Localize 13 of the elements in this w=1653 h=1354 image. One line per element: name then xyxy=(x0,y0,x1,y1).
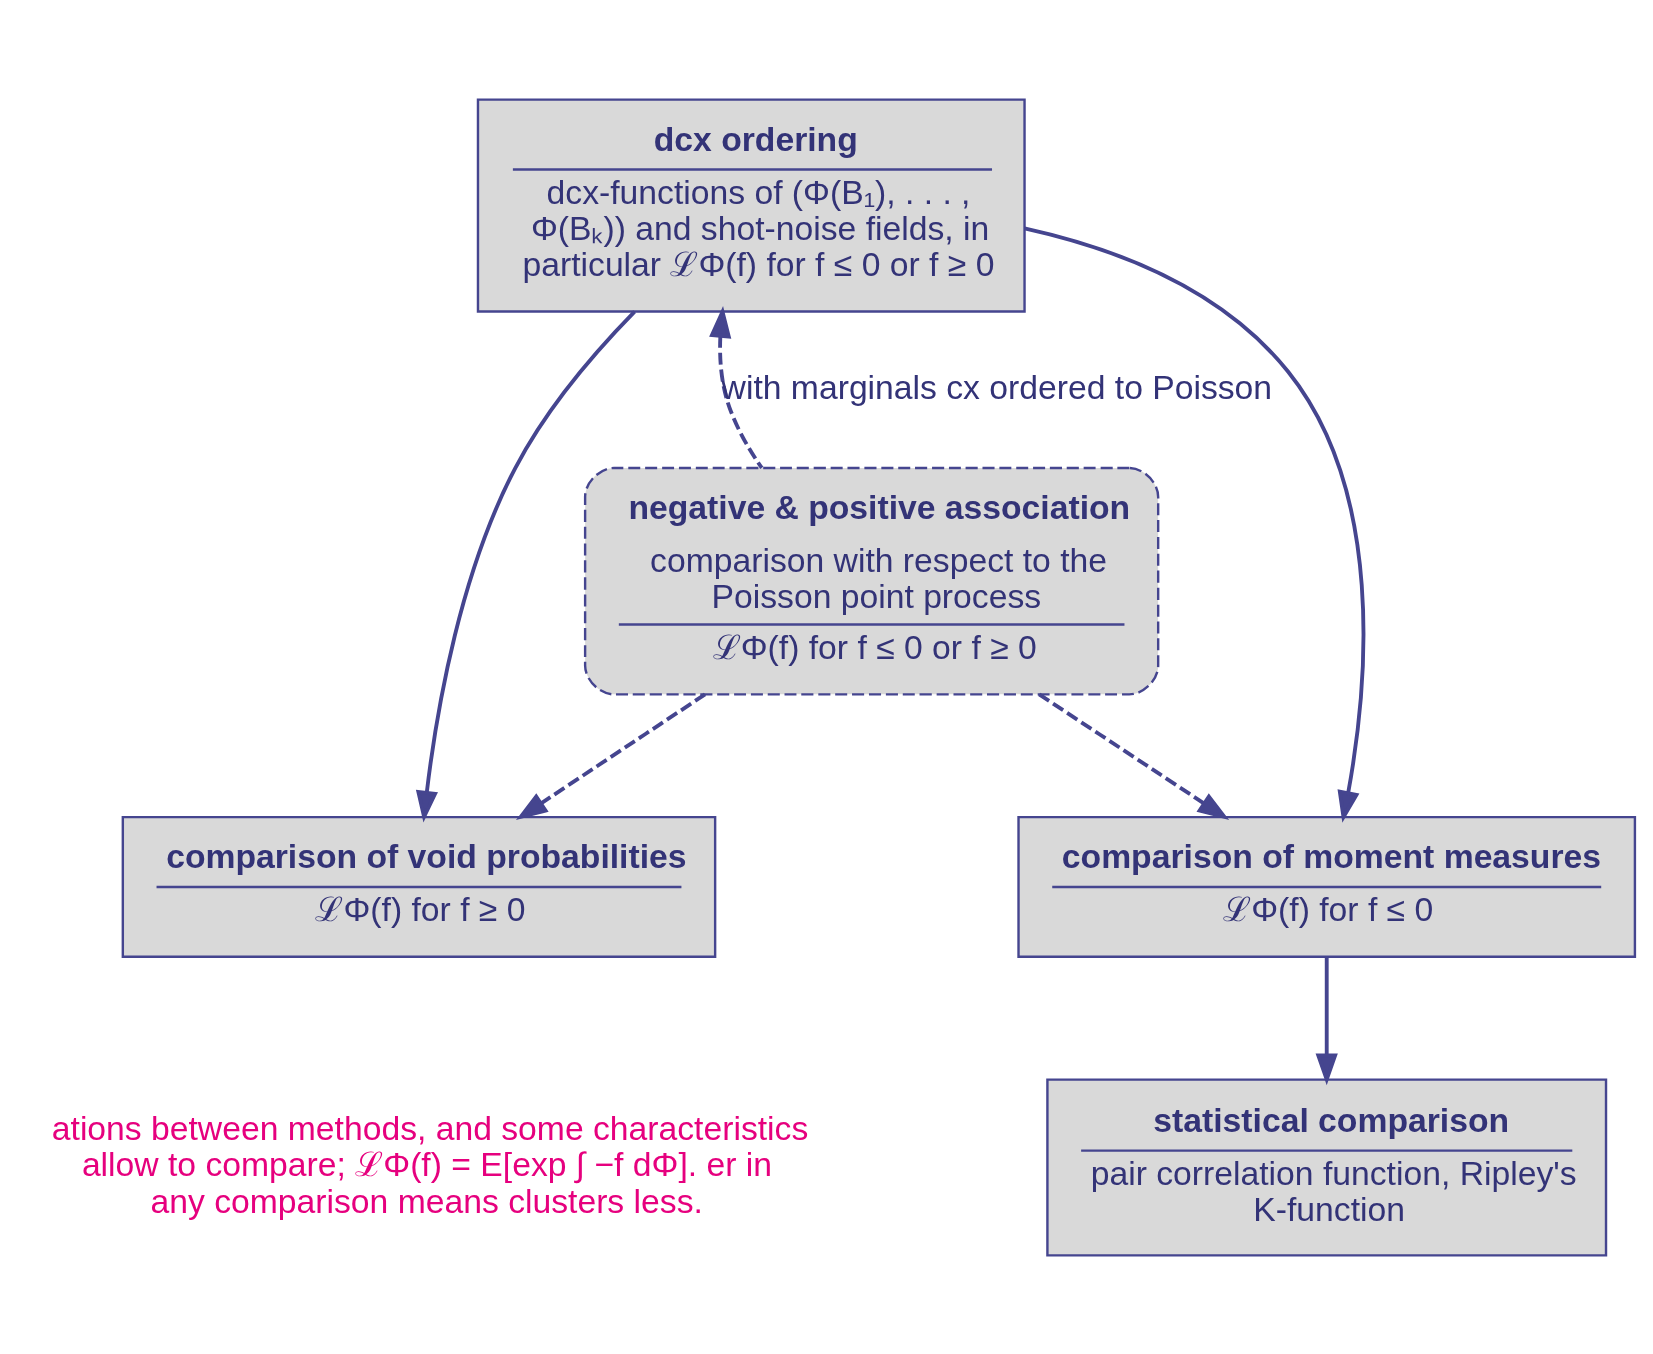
arrow xyxy=(1024,225,1366,823)
arrow xyxy=(1038,692,1230,820)
arrow xyxy=(1315,956,1338,1085)
arrow xyxy=(415,309,636,823)
node-box: comparison of void probabilities ℒΦ(f) for f ≥ 0 xyxy=(121,815,717,958)
arrow xyxy=(515,692,707,820)
edge-label: with marginals cx ordered to Poisson xyxy=(721,367,1273,406)
arrow xyxy=(709,305,764,469)
node-box: statistical comparison pair correlation function, Ripley's K-function xyxy=(1046,1077,1608,1257)
label: ations between methods, and some characteristics allow to compare; ℒΦ(f) = E[exp ∫ −f dΦ]. er in any comparison means clusters less. xyxy=(51,1108,809,1220)
node-box: negative & positive association comparison with respect to the Poisson point process ℒΦ(f) for f ≤ 0 or f ≥ 0 xyxy=(583,466,1160,696)
node-box: dcx ordering dcx-functions of (Φ(B₁), . . . , Φ(Bₖ)) and shot-noise fields, in particular ℒΦ(f) for f ≤ 0 or f ≥ 0 xyxy=(476,97,1026,313)
node-box: comparison of moment measures ℒΦ(f) for f ≤ 0 xyxy=(1017,815,1637,958)
